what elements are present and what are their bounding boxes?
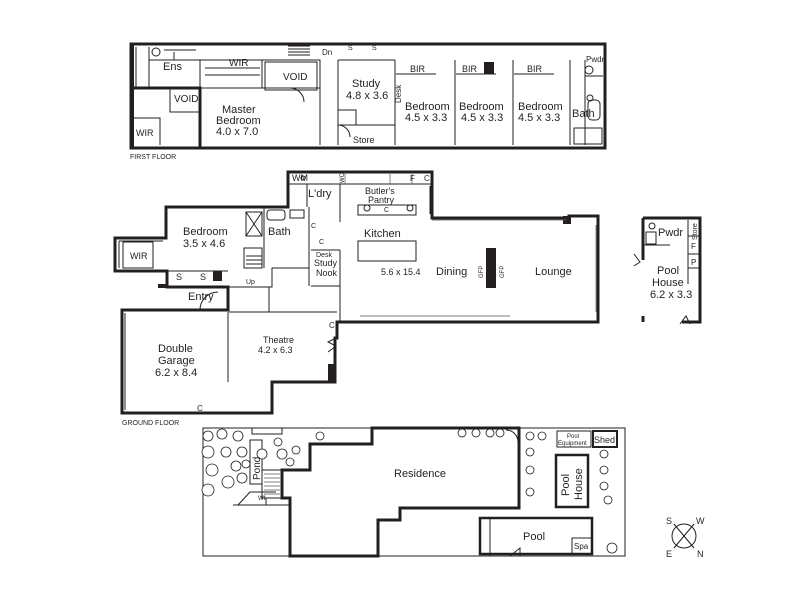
up-label: Up bbox=[246, 279, 255, 286]
double-garage-name-1: Double bbox=[158, 343, 193, 355]
bedroom-3-bir: BIR bbox=[527, 64, 543, 74]
master-bedroom-name-1: Master bbox=[222, 104, 256, 116]
void-left-label: VOID bbox=[174, 94, 198, 105]
desk-label: Desk bbox=[394, 84, 403, 103]
wc-label: WC bbox=[340, 172, 346, 183]
first-floor-title: FIRST FLOOR bbox=[130, 154, 176, 161]
pool-label: Pool bbox=[523, 531, 545, 543]
bedroom-name: Bedroom bbox=[183, 226, 228, 238]
desk-label: Desk bbox=[316, 252, 332, 259]
living-size-label: 5.6 x 15.4 bbox=[381, 267, 421, 277]
f-laundry-label: F bbox=[410, 174, 415, 183]
first-floor-plan: Ens WIR VOID VOID WIR Master Bedroom 4.0… bbox=[129, 42, 607, 161]
master-bedroom-name-2: Bedroom bbox=[216, 115, 261, 127]
wm-label: WM bbox=[292, 173, 308, 183]
pool-house-label-1: Pool bbox=[560, 474, 572, 496]
compass-s: S bbox=[666, 516, 672, 526]
c-laundry-label: C bbox=[424, 174, 430, 183]
bedroom-size: 3.5 x 4.6 bbox=[183, 238, 225, 250]
site-trees bbox=[201, 428, 618, 554]
theatre-size: 4.2 x 6.3 bbox=[258, 345, 293, 355]
wir-top-label: WIR bbox=[229, 58, 248, 69]
wf-label: Wf bbox=[258, 496, 266, 502]
shed-label: Shed bbox=[594, 435, 615, 445]
pool-house-size: 6.2 x 3.3 bbox=[650, 289, 692, 301]
s-label-2: S bbox=[200, 272, 206, 282]
pool-house-store: Store bbox=[692, 223, 699, 240]
pool-house-p: P bbox=[691, 258, 696, 267]
pool-house-plan: Pwdr Store F P Pool House 6.2 x 3.3 bbox=[633, 216, 702, 325]
void-center-label: VOID bbox=[283, 72, 307, 83]
pool-house-name-1: Pool bbox=[657, 265, 679, 277]
study-size: 4.8 x 3.6 bbox=[346, 90, 388, 102]
bath-label: Bath bbox=[268, 226, 291, 238]
kitchen-label: Kitchen bbox=[364, 228, 401, 240]
double-garage-size: 6.2 x 8.4 bbox=[155, 367, 197, 379]
spa-label: Spa bbox=[574, 542, 589, 551]
dining-label: Dining bbox=[436, 266, 467, 278]
compass-n: N bbox=[697, 549, 704, 559]
pool-house-pwdr: Pwdr bbox=[658, 227, 683, 239]
pool-house-label-2: House bbox=[573, 468, 585, 500]
bedroom-1-size: 4.5 x 3.3 bbox=[405, 112, 447, 124]
bedroom-3-name: Bedroom bbox=[518, 101, 563, 113]
master-bedroom-size: 4.0 x 7.0 bbox=[216, 126, 258, 138]
bath-label: Bath bbox=[572, 108, 595, 120]
gfp-label-2: GFP bbox=[500, 266, 506, 278]
bedroom-1-bir: BIR bbox=[410, 64, 426, 74]
residence-label: Residence bbox=[394, 468, 446, 480]
ground-floor-title: GROUND FLOOR bbox=[122, 420, 179, 427]
bedroom-3-size: 4.5 x 3.3 bbox=[518, 112, 560, 124]
study-nook-name-1: Study bbox=[314, 258, 338, 268]
butlers-pantry-name-2: Pantry bbox=[368, 195, 395, 205]
c-entry-label: C bbox=[329, 321, 335, 330]
pond-label: Pond bbox=[252, 457, 263, 480]
c-pantry-label: C bbox=[384, 207, 389, 214]
lounge-label: Lounge bbox=[535, 266, 572, 278]
study-nook-name-2: Nook bbox=[316, 268, 338, 278]
c-bath-label-1: C bbox=[311, 223, 316, 230]
theatre-name: Theatre bbox=[263, 335, 294, 345]
pool-equipment-label-2: Equipment bbox=[558, 441, 587, 447]
ground-floor-plan: WM WC F C L'dry Butler's Pantry C Kitche… bbox=[113, 170, 600, 427]
site-plan: Residence Pond Wf Pool Equipment Shed Po… bbox=[201, 426, 626, 558]
pwdr-label: Pwdr bbox=[586, 55, 605, 64]
bedroom-2-size: 4.5 x 3.3 bbox=[461, 112, 503, 124]
bedroom-2-bir: BIR bbox=[462, 64, 478, 74]
store-label: Store bbox=[353, 135, 375, 145]
compass-e: E bbox=[666, 549, 672, 559]
pool-house-f: F bbox=[691, 242, 696, 251]
butlers-pantry-name-1: Butler's bbox=[365, 186, 395, 196]
pool-house-name-2: House bbox=[652, 277, 684, 289]
s-label-2: S bbox=[372, 45, 377, 52]
gfp-label-1: GFP bbox=[479, 266, 485, 278]
ens-label: Ens bbox=[163, 61, 182, 73]
c-garage-label: C bbox=[197, 404, 203, 413]
compass-w: W bbox=[696, 516, 705, 526]
entry-label: Entry bbox=[188, 291, 214, 303]
study-name: Study bbox=[352, 78, 381, 90]
wir-left-label: WIR bbox=[136, 128, 154, 138]
s-label-1: S bbox=[176, 272, 182, 282]
pool-equipment-label-1: Pool bbox=[567, 434, 579, 440]
c-bath-label-2: C bbox=[319, 239, 324, 246]
compass-icon: S W E N bbox=[666, 516, 705, 559]
dn-label: Dn bbox=[322, 48, 332, 57]
s-label-1: S bbox=[348, 45, 353, 52]
bedroom-2-name: Bedroom bbox=[459, 101, 504, 113]
bedroom-1-name: Bedroom bbox=[405, 101, 450, 113]
double-garage-name-2: Garage bbox=[158, 355, 195, 367]
wir-label: WIR bbox=[130, 251, 148, 261]
laundry-label: L'dry bbox=[308, 188, 332, 200]
